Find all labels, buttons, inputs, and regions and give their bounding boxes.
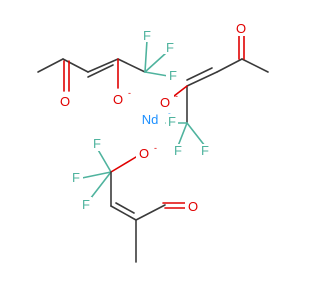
oxygen-label: O	[60, 94, 70, 109]
negative-charge: -	[154, 143, 157, 153]
oxygen-label: O	[188, 199, 198, 214]
ligand-2	[164, 32, 269, 147]
fluorine-label: F	[93, 136, 101, 151]
bond	[87, 58, 119, 73]
bond-fluorine	[144, 52, 167, 73]
fluorine-label: F	[168, 114, 176, 129]
bond-fluorine	[144, 39, 148, 73]
bond	[186, 71, 218, 87]
bond-oxygen	[110, 156, 137, 173]
bond	[37, 58, 64, 73]
bond-fluorine	[81, 171, 112, 179]
negative-charge: -	[128, 88, 131, 98]
bond-fluorine	[186, 122, 206, 147]
fluorine-label: F	[201, 143, 209, 158]
bond	[216, 58, 243, 73]
fluorine-label: F	[166, 40, 174, 55]
bond	[62, 58, 89, 73]
oxygen-label: O	[139, 146, 149, 161]
metal-label: Nd	[142, 112, 159, 127]
bond-fluorine	[96, 147, 112, 173]
molecule-diagram: O O - F F F Nd 3+ O O - F F F F F F O -	[37, 20, 269, 263]
fluorine-label: F	[143, 28, 151, 43]
bond-fluorine	[144, 71, 169, 77]
fluorine-label: F	[174, 143, 182, 158]
bond	[117, 58, 146, 73]
negative-charge: -	[175, 91, 178, 101]
fluorine-label: F	[82, 197, 90, 212]
fluorine-label: F	[169, 68, 177, 83]
bond-fluorine	[177, 122, 188, 147]
bond-double	[186, 67, 213, 81]
bond	[110, 205, 137, 221]
oxygen-label: O	[236, 21, 246, 36]
ligand-1	[37, 39, 169, 92]
bond	[241, 58, 269, 73]
fluorine-label: F	[72, 170, 80, 185]
oxygen-label: O	[113, 92, 123, 107]
oxygen-label: O	[160, 95, 170, 110]
bond-double	[87, 64, 114, 78]
ligand-3	[81, 147, 187, 263]
bond	[135, 204, 166, 221]
bond-double	[115, 202, 135, 214]
atom-labels: O O - F F F Nd 3+ O O - F F F F F F O -	[58, 20, 250, 214]
